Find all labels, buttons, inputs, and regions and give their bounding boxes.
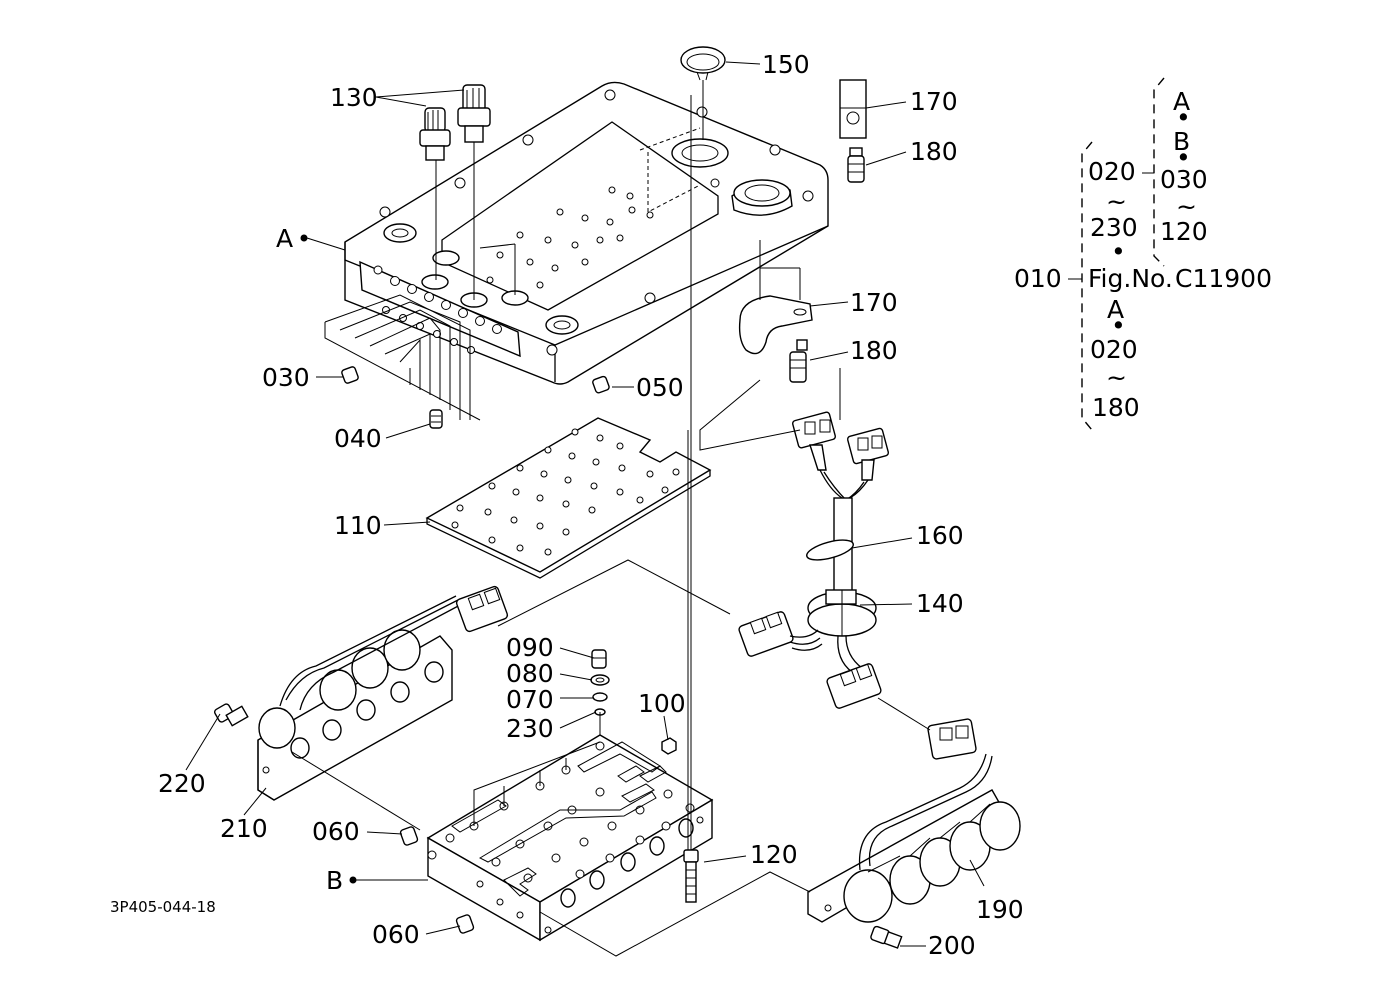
- callout-170-bottom: 170: [850, 288, 898, 317]
- callout-110: 110: [334, 511, 382, 540]
- legend-020-sub: 020: [1090, 335, 1138, 364]
- callout-150: 150: [762, 50, 810, 79]
- callout-130: 130: [330, 83, 378, 112]
- callout-180-bottom: 180: [850, 336, 898, 365]
- legend-a-sub: A: [1107, 295, 1124, 324]
- bolt-200: [870, 925, 903, 949]
- pressure-switch-left: [419, 107, 451, 161]
- clamp-170-bottom: [738, 295, 813, 355]
- gasket-plate-110: [425, 417, 712, 579]
- legend-030: 030: [1160, 165, 1208, 194]
- legend-tilde-1: ~: [1176, 192, 1197, 221]
- bolt-220: [213, 703, 249, 727]
- callout-b-bottom: B: [326, 866, 343, 895]
- legend-010: 010: [1014, 264, 1062, 293]
- callout-030: 030: [262, 363, 310, 392]
- small-parts-stack: [590, 649, 610, 742]
- pad-holes: [486, 186, 654, 289]
- assembly-lines: [291, 240, 931, 957]
- clamp-170-top: [839, 79, 867, 139]
- legend-180: 180: [1092, 393, 1140, 422]
- callout-140: 140: [916, 589, 964, 618]
- bolt-180-bottom: [789, 339, 808, 383]
- callout-210: 210: [220, 814, 268, 843]
- legend-230: 230: [1090, 213, 1138, 242]
- legend-fig-number: C11900: [1175, 264, 1272, 293]
- legend-tilde-3: ~: [1106, 363, 1127, 392]
- bracket-main: [1081, 141, 1093, 431]
- callout-070: 070: [506, 685, 554, 714]
- callout-labels: 150 130 170 180 A 170 180 030 050 040 11…: [110, 50, 1024, 960]
- bolt-180-top: [847, 147, 865, 183]
- plug-060-top: [399, 826, 419, 846]
- callout-060-top: 060: [312, 817, 360, 846]
- callout-190: 190: [976, 895, 1024, 924]
- solenoid-bracket-210: [257, 585, 509, 801]
- callout-200: 200: [928, 931, 976, 960]
- callout-230: 230: [506, 714, 554, 743]
- solenoid-bracket-190: [807, 718, 1021, 923]
- pressure-switch-right: [457, 84, 491, 143]
- callout-090: 090: [506, 633, 554, 662]
- legend-b: B: [1173, 127, 1190, 156]
- ref-dot-a: [300, 234, 308, 242]
- plug-030: [341, 366, 359, 384]
- plug-040: [429, 409, 443, 429]
- valve-body-b: [426, 734, 714, 942]
- legend-tilde-2: ~: [1106, 187, 1127, 216]
- callout-180-top: 180: [910, 137, 958, 166]
- wiring-harness-140: [738, 411, 890, 709]
- cover-plate-assembly: [324, 46, 829, 429]
- rail-lead-lines: [324, 294, 481, 421]
- callout-160: 160: [916, 521, 964, 550]
- callout-220: 220: [158, 769, 206, 798]
- legend-tree: A • B • 030 ~ 120 020 ~ 230 • 010 Fig.No…: [1014, 77, 1272, 431]
- callout-060-bottom: 060: [372, 920, 420, 949]
- callout-050: 050: [636, 373, 684, 402]
- callout-120: 120: [750, 840, 798, 869]
- legend-dot-4: •: [1111, 311, 1126, 340]
- legend-dot-3: •: [1111, 237, 1126, 266]
- o-ring-160: [806, 539, 854, 561]
- callout-040: 040: [334, 424, 382, 453]
- legend-120: 120: [1160, 217, 1208, 246]
- callout-100: 100: [638, 689, 686, 718]
- legend-a-head: A: [1173, 87, 1190, 116]
- legend-dot-2: •: [1176, 143, 1191, 172]
- legend-dot-1: •: [1176, 103, 1191, 132]
- plug-060-bottom: [455, 914, 475, 934]
- legend-fig-label: Fig.No.: [1088, 264, 1173, 293]
- callout-080: 080: [506, 659, 554, 688]
- figure-code: 3P405-044-18: [110, 898, 216, 916]
- bolt-120: [683, 849, 699, 903]
- snap-ring-150: [680, 46, 726, 81]
- ref-dot-b: [349, 876, 357, 884]
- plug-050: [592, 375, 610, 394]
- gasket-holes: [451, 428, 680, 556]
- callout-170-top: 170: [910, 87, 958, 116]
- callout-leaders: [185, 61, 985, 947]
- callout-a-top: A: [276, 224, 293, 253]
- legend-020-main: 020: [1088, 157, 1136, 186]
- nut-100: [661, 737, 677, 755]
